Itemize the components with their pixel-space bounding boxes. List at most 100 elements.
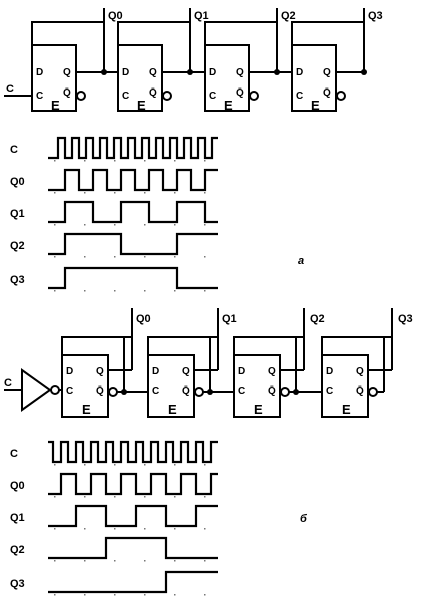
qbar-pin: Q̄ bbox=[356, 385, 364, 397]
grid-dot bbox=[54, 560, 56, 562]
grid-dot bbox=[174, 496, 176, 498]
flipflop-box bbox=[147, 354, 195, 418]
grid-dot bbox=[144, 496, 146, 498]
waveform-q3-a bbox=[48, 266, 218, 290]
inversion-bubble bbox=[76, 91, 86, 101]
qbar-pin: Q̄ bbox=[63, 87, 71, 99]
output-label-q2-a: Q2 bbox=[281, 10, 296, 22]
c-pin: C bbox=[238, 386, 245, 397]
q-pin: Q bbox=[323, 67, 331, 78]
grid-dot bbox=[174, 224, 176, 226]
flipflop-box bbox=[31, 44, 77, 112]
c-pin: C bbox=[152, 386, 159, 397]
grid-dot bbox=[84, 160, 86, 162]
inverter-bubble bbox=[50, 385, 60, 395]
d-pin: D bbox=[36, 67, 43, 78]
waveform-q0-a bbox=[48, 168, 218, 192]
clock-input-label-b: C bbox=[4, 377, 12, 389]
grid-dot bbox=[114, 224, 116, 226]
grid-dot bbox=[174, 160, 176, 162]
grid-dot bbox=[84, 224, 86, 226]
inversion-bubble bbox=[162, 91, 172, 101]
d-pin: D bbox=[238, 366, 245, 377]
flipflop-a-0: D C Q Q̄ E bbox=[31, 8, 119, 113]
grid-dot bbox=[204, 256, 206, 258]
grid-dot bbox=[84, 496, 86, 498]
grid-dot bbox=[114, 528, 116, 530]
inverter-triangle bbox=[21, 368, 52, 412]
circuit-a: C D C Q Q̄ E D C Q Q̄ E bbox=[4, 8, 383, 113]
grid-dot bbox=[174, 256, 176, 258]
grid-dot bbox=[204, 560, 206, 562]
grid-dot bbox=[54, 496, 56, 498]
flipflop-a-1: D C Q Q̄ E bbox=[117, 8, 206, 113]
c-pin: C bbox=[36, 91, 43, 102]
caption-b: б bbox=[300, 513, 308, 525]
flipflop-a-2: D C Q Q̄ E bbox=[204, 8, 293, 113]
grid-dot bbox=[144, 560, 146, 562]
enable-label: E bbox=[342, 402, 351, 417]
qbar-pin: Q̄ bbox=[236, 87, 244, 99]
waveform-q1-a bbox=[48, 200, 218, 224]
grid-dot bbox=[114, 192, 116, 194]
grid-dot bbox=[114, 560, 116, 562]
flipflop-b-2: D C Q Q̄ E bbox=[233, 308, 322, 418]
flipflop-b-1: D C Q Q̄ E bbox=[147, 308, 234, 418]
grid-dot bbox=[144, 160, 146, 162]
grid-dot bbox=[54, 464, 56, 466]
inversion-bubble bbox=[368, 387, 378, 397]
flipflop-box bbox=[117, 44, 163, 112]
grid-dot bbox=[144, 464, 146, 466]
grid-dot bbox=[174, 464, 176, 466]
grid-dot bbox=[144, 290, 146, 292]
waveform-q0-b bbox=[48, 472, 218, 496]
grid-dot bbox=[84, 192, 86, 194]
q-pin: Q bbox=[96, 366, 104, 377]
d-pin: D bbox=[326, 366, 333, 377]
grid-dot bbox=[204, 224, 206, 226]
grid-dot bbox=[54, 528, 56, 530]
grid-dot bbox=[54, 224, 56, 226]
inversion-bubble bbox=[336, 91, 346, 101]
caption-a: а bbox=[298, 255, 304, 267]
flipflop-a-3: D C Q Q̄ E bbox=[291, 8, 367, 113]
c-pin: C bbox=[122, 91, 129, 102]
grid-dot bbox=[204, 594, 206, 596]
qbar-pin: Q̄ bbox=[182, 385, 190, 397]
grid-dot bbox=[84, 290, 86, 292]
waveform-c-a bbox=[48, 136, 218, 160]
grid-dot bbox=[204, 192, 206, 194]
inversion-bubble bbox=[280, 387, 290, 397]
c-pin: C bbox=[66, 386, 73, 397]
enable-label: E bbox=[254, 402, 263, 417]
flipflop-box bbox=[291, 44, 337, 112]
grid-dot bbox=[54, 594, 56, 596]
grid-dot bbox=[114, 496, 116, 498]
c-pin: C bbox=[326, 386, 333, 397]
qbar-pin: Q̄ bbox=[268, 385, 276, 397]
signal-label-q1-b: Q1 bbox=[10, 512, 25, 524]
flipflop-box bbox=[61, 354, 109, 418]
q-pin: Q bbox=[182, 366, 190, 377]
inversion-bubble bbox=[249, 91, 259, 101]
grid-dot bbox=[54, 256, 56, 258]
signal-label-q0-b: Q0 bbox=[10, 480, 25, 492]
output-label-q0-a: Q0 bbox=[108, 10, 123, 22]
grid-dot bbox=[114, 594, 116, 596]
enable-label: E bbox=[224, 98, 233, 113]
q-pin: Q bbox=[149, 67, 157, 78]
grid-dot bbox=[174, 528, 176, 530]
grid-dot bbox=[144, 224, 146, 226]
grid-dot bbox=[114, 464, 116, 466]
grid-dot bbox=[54, 160, 56, 162]
output-label-q0-b: Q0 bbox=[136, 313, 151, 325]
d-pin: D bbox=[209, 67, 216, 78]
grid-dot bbox=[114, 290, 116, 292]
c-pin: C bbox=[209, 91, 216, 102]
grid-dot bbox=[54, 290, 56, 292]
signal-label-q2-b: Q2 bbox=[10, 544, 25, 556]
signal-label-q1-a: Q1 bbox=[10, 208, 25, 220]
clock-input-label-a: C bbox=[6, 83, 14, 95]
